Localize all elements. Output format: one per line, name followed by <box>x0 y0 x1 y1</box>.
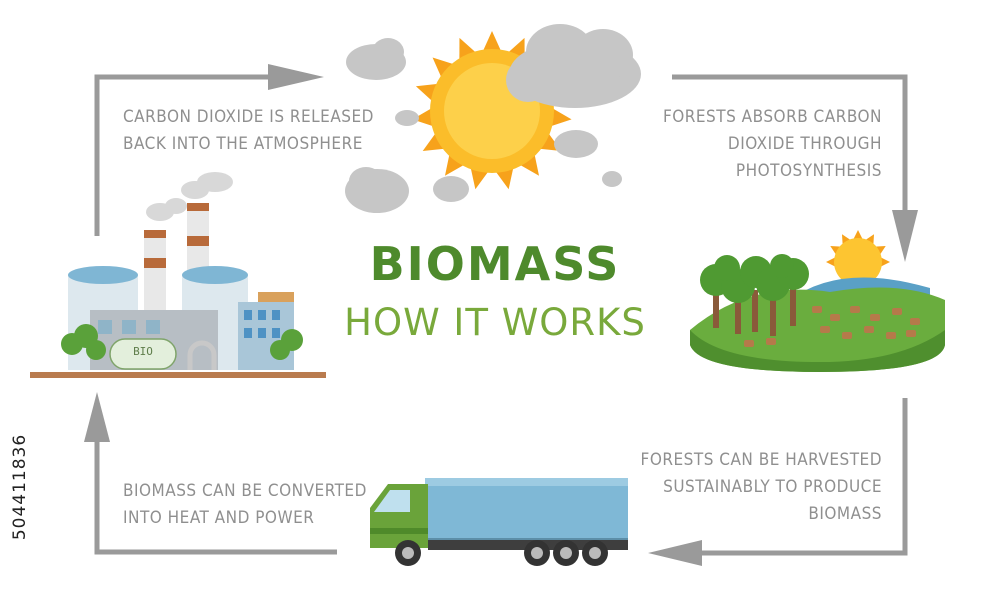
caption-absorb: FORESTS ABSORB CARBON DIOXIDE THROUGH PH… <box>663 104 882 185</box>
caption-line: PHOTOSYNTHESIS <box>663 158 882 185</box>
caption-line: FORESTS CAN BE HARVESTED <box>641 447 882 474</box>
page-title: BIOMASS <box>300 236 690 292</box>
caption-line: DIOXIDE THROUGH <box>663 131 882 158</box>
caption-line: CARBON DIOXIDE IS RELEASED <box>123 104 374 131</box>
truck-icon <box>370 478 628 566</box>
caption-release: CARBON DIOXIDE IS RELEASED BACK INTO THE… <box>123 104 374 158</box>
caption-convert: BIOMASS CAN BE CONVERTED INTO HEAT AND P… <box>123 478 367 532</box>
caption-harvest: FORESTS CAN BE HARVESTED SUSTAINABLY TO … <box>641 447 882 528</box>
stock-id: 504411836 <box>6 372 34 602</box>
caption-line: BIOMASS <box>641 501 882 528</box>
caption-line: FORESTS ABSORB CARBON <box>663 104 882 131</box>
caption-line: BIOMASS CAN BE CONVERTED <box>123 478 367 505</box>
caption-line: INTO HEAT AND POWER <box>123 505 367 532</box>
stock-id-text: 504411836 <box>10 434 30 540</box>
caption-line: SUSTAINABLY TO PRODUCE <box>641 474 882 501</box>
caption-line: BACK INTO THE ATMOSPHERE <box>123 131 374 158</box>
page-subtitle: HOW IT WORKS <box>300 301 690 345</box>
